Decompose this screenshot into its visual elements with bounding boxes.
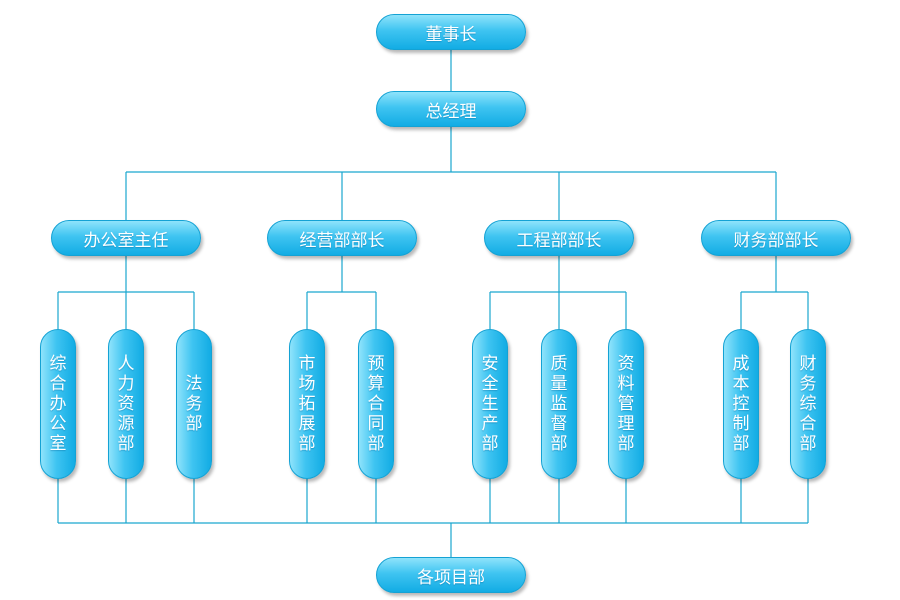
node-market: 市场拓展部 [289, 329, 325, 479]
node-hr: 人力资源部 [108, 329, 144, 479]
node-safety-label: 安全生产部 [481, 354, 499, 454]
node-hr-label: 人力资源部 [117, 354, 135, 454]
node-chairman: 董事长 [376, 14, 526, 50]
node-office-director-label: 办公室主任 [83, 230, 169, 251]
node-quality-label: 质量监督部 [550, 354, 568, 454]
node-business-head: 经营部部长 [267, 220, 417, 256]
node-projects-label: 各项目部 [417, 567, 485, 588]
node-general-office: 综合办公室 [40, 329, 76, 479]
node-finance-general: 财务综合部 [790, 329, 826, 479]
node-finance-head: 财务部部长 [701, 220, 851, 256]
node-market-label: 市场拓展部 [298, 354, 316, 454]
node-general-manager: 总经理 [376, 91, 526, 127]
node-business-head-label: 经营部部长 [299, 230, 385, 251]
node-docs: 资料管理部 [608, 329, 644, 479]
node-cost-label: 成本控制部 [732, 354, 750, 454]
node-docs-label: 资料管理部 [617, 354, 635, 454]
node-quality: 质量监督部 [541, 329, 577, 479]
node-general-office-label: 综合办公室 [49, 354, 67, 454]
node-safety: 安全生产部 [472, 329, 508, 479]
node-budget: 预算合同部 [358, 329, 394, 479]
node-chairman-label: 董事长 [425, 24, 477, 45]
node-legal-label: 法务部 [185, 374, 203, 434]
node-budget-label: 预算合同部 [367, 354, 385, 454]
node-projects: 各项目部 [376, 557, 526, 593]
node-engineering-head: 工程部部长 [484, 220, 634, 256]
node-general-manager-label: 总经理 [425, 101, 477, 122]
node-office-director: 办公室主任 [51, 220, 201, 256]
node-legal: 法务部 [176, 329, 212, 479]
node-cost: 成本控制部 [723, 329, 759, 479]
node-finance-head-label: 财务部部长 [733, 230, 819, 251]
node-finance-general-label: 财务综合部 [799, 354, 817, 454]
node-engineering-head-label: 工程部部长 [516, 230, 602, 251]
